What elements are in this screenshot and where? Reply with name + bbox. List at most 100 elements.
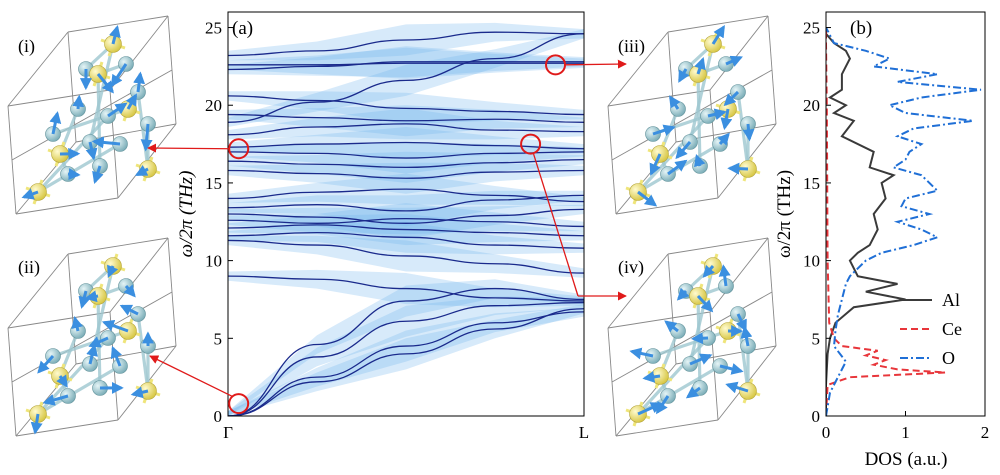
displacement-arrow <box>21 188 39 200</box>
displacement-arrow <box>92 165 104 185</box>
displacement-arrow <box>690 332 709 345</box>
band-line-15 <box>228 141 584 150</box>
bond <box>696 295 702 389</box>
cell-edge <box>607 327 617 437</box>
band-y-tick-label: 25 <box>205 19 222 38</box>
displacement-arrow <box>72 94 85 110</box>
cell-edge <box>15 419 119 437</box>
displacement-arrow <box>742 123 755 142</box>
band-line-16 <box>228 123 584 136</box>
displacement-arrow <box>685 386 701 399</box>
band-lines <box>228 31 584 416</box>
dos-y-tick-label: 5 <box>812 329 821 348</box>
band-fill-1 <box>228 304 584 416</box>
displacement-arrow <box>86 343 98 365</box>
dos-lines <box>826 27 982 416</box>
displacement-arrow <box>110 345 122 367</box>
displacement-arrow <box>110 63 128 88</box>
dos-y-tick-label: 25 <box>803 19 820 38</box>
legend-label-al: Al <box>942 290 960 310</box>
inset-1 <box>7 237 177 437</box>
band-x-tick-label: L <box>579 423 589 442</box>
displacement-arrow <box>101 319 129 333</box>
band-line-18 <box>228 95 584 116</box>
inset-0 <box>7 15 177 215</box>
displacement-arrow <box>649 153 662 176</box>
dos-line-ce <box>826 27 946 416</box>
bond <box>696 73 702 167</box>
cell-edge <box>667 253 677 365</box>
cell-edge <box>607 311 711 329</box>
bond <box>37 364 121 416</box>
inset-label: (iii) <box>618 36 645 57</box>
band-y-tick-label: 15 <box>205 174 222 193</box>
bond <box>88 43 115 143</box>
band-line-2 <box>228 301 584 416</box>
displacement-arrow <box>67 168 81 181</box>
bond <box>136 313 150 392</box>
band-fill-9 <box>228 204 584 239</box>
legend-label-ce: Ce <box>942 319 962 339</box>
bond <box>636 114 710 194</box>
displacement-arrow <box>37 354 55 374</box>
cell-edge <box>607 253 669 329</box>
cell-edge <box>67 253 77 365</box>
bond <box>688 265 715 365</box>
displacement-arrow <box>96 73 114 94</box>
dos-x-tick-label: 1 <box>901 423 910 442</box>
band-line-10 <box>228 194 584 212</box>
cell-edge <box>7 89 111 107</box>
displacement-arrow <box>667 159 688 176</box>
displacement-arrow <box>711 25 725 45</box>
band-line-5 <box>228 239 584 274</box>
connector-arrow-0 <box>147 143 229 153</box>
cell-edge <box>709 15 769 91</box>
dos-y-tick-label: 20 <box>803 96 820 115</box>
displacement-arrow <box>637 402 663 416</box>
displacement-arrow <box>696 294 714 313</box>
band-line-7 <box>228 224 584 237</box>
connector-arrow-3 <box>532 153 579 297</box>
mode-connector-arrows <box>147 59 627 398</box>
cell-edge <box>615 419 719 437</box>
displacement-arrow <box>725 55 743 67</box>
band-line-1 <box>228 308 584 416</box>
dos-x-axis-label: DOS (a.u.) <box>865 449 948 470</box>
cell-edge <box>615 197 719 215</box>
dos-line-o <box>826 27 982 416</box>
band-fill-0 <box>228 307 584 416</box>
band-line-20 <box>228 61 584 71</box>
displacement-arrow <box>694 153 706 168</box>
displacement-arrow <box>49 111 62 135</box>
inset-label: (ii) <box>18 257 40 278</box>
displacement-arrow <box>134 164 149 177</box>
band-line-11 <box>228 188 584 203</box>
displacement-arrow <box>652 124 676 137</box>
bond <box>136 91 150 170</box>
band-fill-18 <box>228 91 584 124</box>
band-fill-6 <box>228 221 584 255</box>
displacement-arrow <box>30 413 43 435</box>
band-y-axis-label: ω/2π (THz) <box>176 171 197 258</box>
cell-edge <box>67 237 169 255</box>
band-line-3 <box>228 287 584 416</box>
displacement-arrow <box>130 386 149 399</box>
panel-a-label: (a) <box>232 18 253 39</box>
cell-edge <box>67 31 77 143</box>
cell-edge <box>667 237 769 255</box>
displacement-arrow <box>740 325 753 347</box>
displacement-arrow <box>91 136 121 149</box>
band-fill-3 <box>228 279 584 416</box>
inset-3 <box>607 237 777 437</box>
eigenmode-insets: (i)(ii)(iii)(iv) <box>7 15 777 437</box>
cell-edge <box>7 327 17 437</box>
displacement-arrow <box>637 190 658 207</box>
dos-y-tick-label: 15 <box>803 174 820 193</box>
dos-y-tick-label: 10 <box>803 252 820 271</box>
band-plot-frame <box>227 11 585 417</box>
cell-edge <box>607 105 617 215</box>
dos-plot-frame <box>825 11 986 417</box>
